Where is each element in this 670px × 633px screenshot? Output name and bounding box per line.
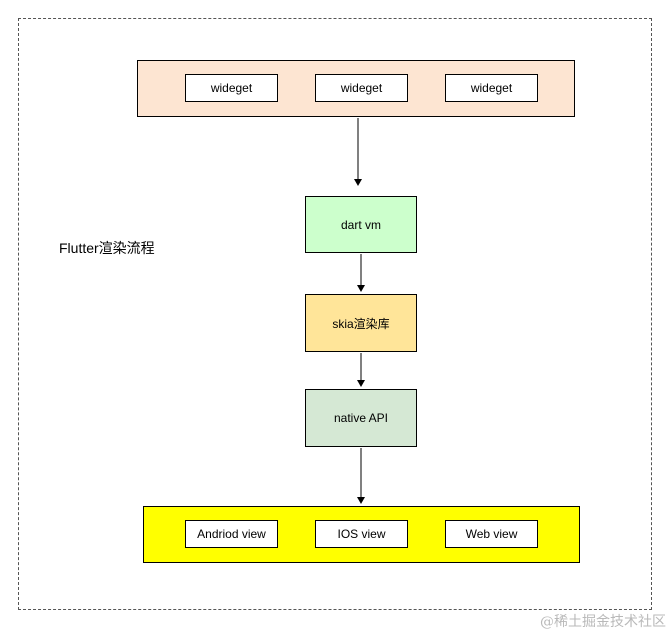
widget-box-3: wideget [445, 74, 538, 102]
widget-box-2: wideget [315, 74, 408, 102]
watermark: @稀土掘金技术社区 [540, 614, 666, 630]
widget-box-1: wideget [185, 74, 278, 102]
view-box-android: Andriod view [185, 520, 278, 548]
view-box-ios: IOS view [315, 520, 408, 548]
diagram-title: Flutter渲染流程 [59, 240, 155, 256]
diagram-frame [18, 18, 652, 610]
native-api-node: native API [305, 389, 417, 447]
view-box-web: Web view [445, 520, 538, 548]
dart-vm-node: dart vm [305, 196, 417, 253]
skia-node: skia渲染库 [305, 294, 417, 352]
